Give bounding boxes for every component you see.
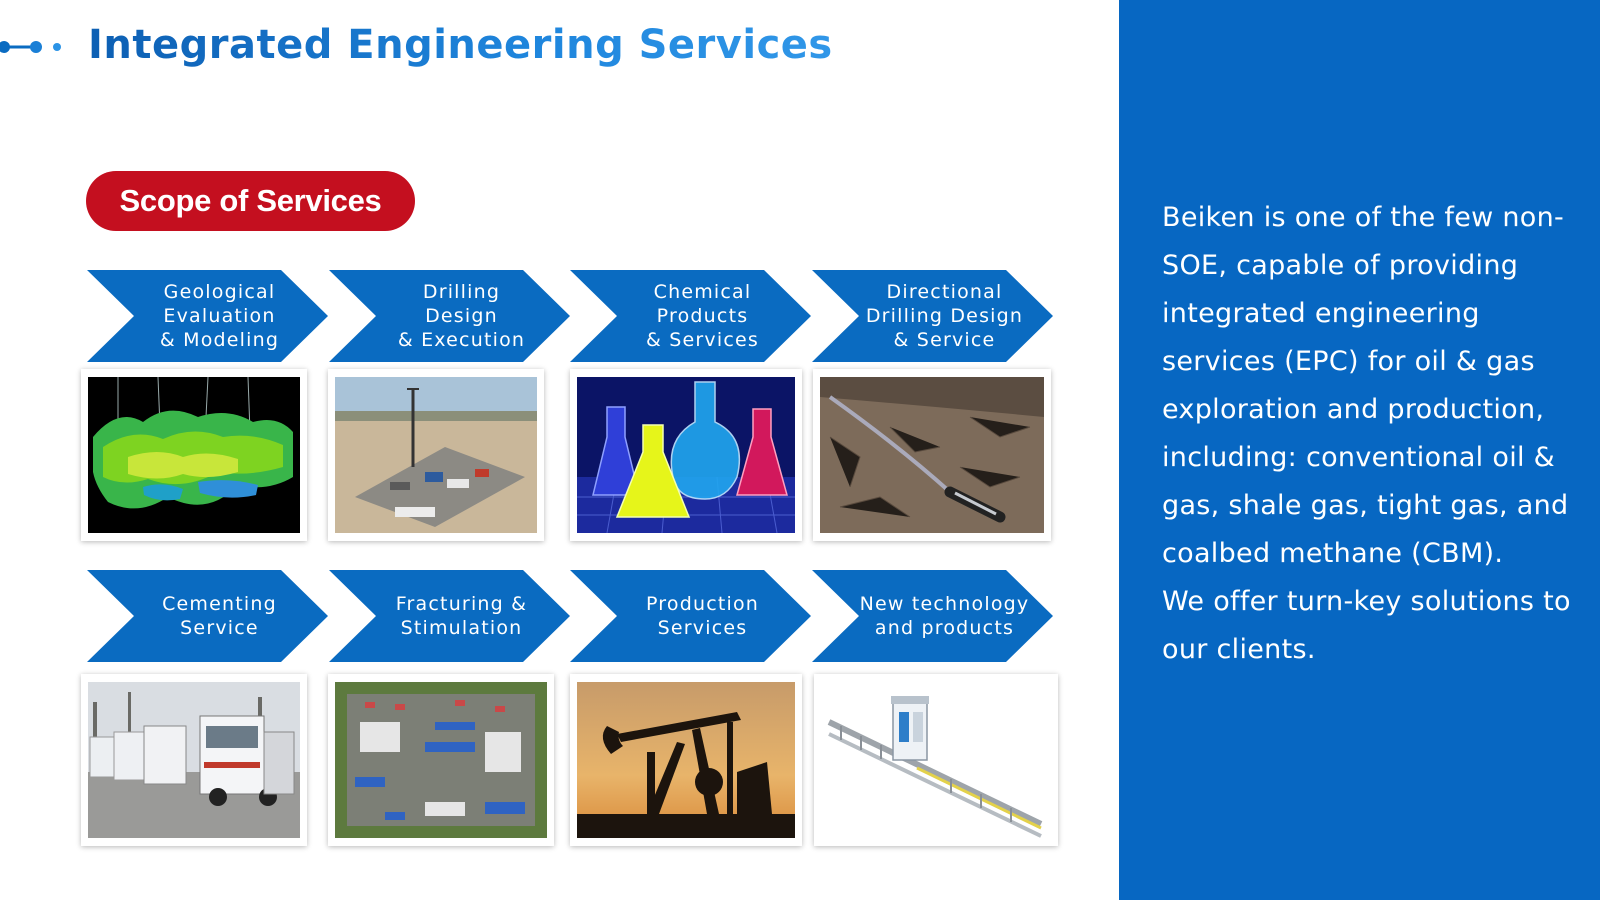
chevron-drilling-design: Drilling Design & Execution xyxy=(329,270,570,362)
header-dots-icon xyxy=(0,41,61,53)
scope-of-services-badge: Scope of Services xyxy=(86,171,415,231)
description-paragraph: Beiken is one of the few non-SOE, capabl… xyxy=(1162,202,1569,569)
chevron-directional-drilling: Directional Drilling Design & Service xyxy=(812,270,1053,362)
chevron-chemical-products: Chemical Products & Services xyxy=(570,270,811,362)
chemical-flasks-image xyxy=(570,369,802,541)
description-text: Beiken is one of the few non-SOE, capabl… xyxy=(1162,194,1572,674)
cementing-trucks-image xyxy=(81,674,307,846)
chevron-geological-evaluation: Geological Evaluation & Modeling xyxy=(87,270,328,362)
chevron-new-technology: New technology and products xyxy=(812,570,1053,662)
turnkey-statement: We offer turn-key solutions to our clien… xyxy=(1162,586,1571,665)
fracturing-site-image xyxy=(328,674,554,846)
chevron-production-services: Production Services xyxy=(570,570,811,662)
drilling-site-image xyxy=(328,369,544,541)
chevron-fracturing-stimulation: Fracturing & Stimulation xyxy=(329,570,570,662)
page-title: Integrated Engineering Services xyxy=(88,22,833,68)
pumpjack-image xyxy=(570,674,802,846)
description-panel xyxy=(1119,0,1600,900)
chevron-cementing-service: Cementing Service xyxy=(87,570,328,662)
directional-drill-image xyxy=(813,369,1051,541)
new-technology-image xyxy=(814,674,1058,846)
geological-model-image xyxy=(81,369,307,541)
